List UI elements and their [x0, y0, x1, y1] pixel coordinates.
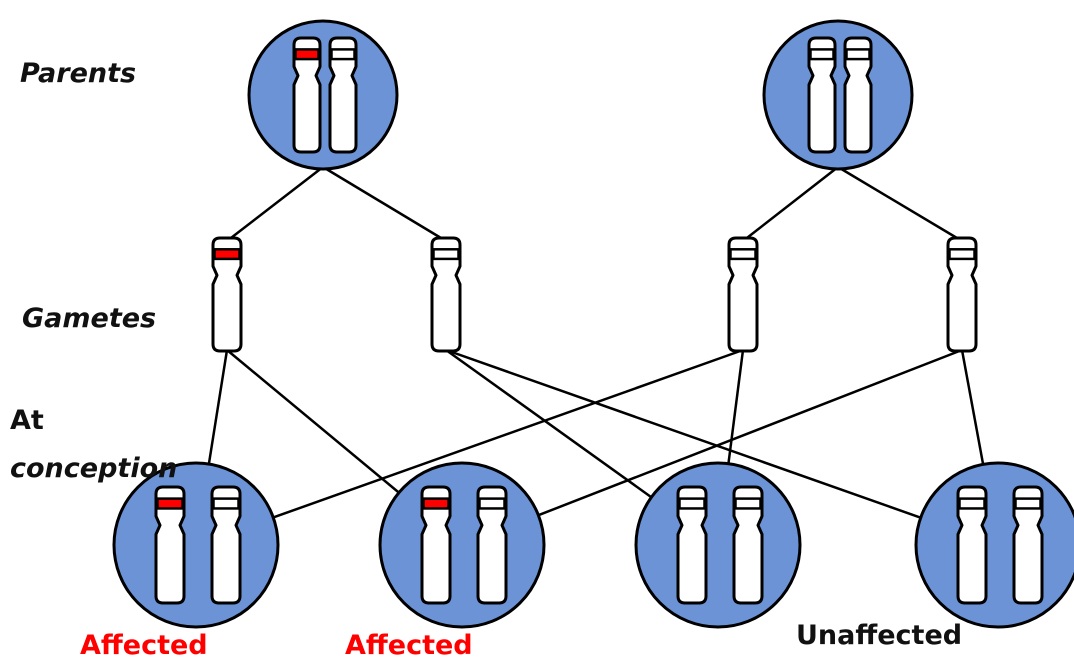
- gamete-2-chromosome: [430, 236, 462, 353]
- chromosome-body: [154, 485, 186, 605]
- gamete-to-child-line: [727, 349, 745, 464]
- gamete-to-child-line: [272, 348, 744, 519]
- child-chromosome: [210, 485, 242, 605]
- mutant-band: [213, 248, 241, 261]
- chromosome-body: [210, 485, 242, 605]
- child-chromosome: [732, 485, 764, 605]
- gamete-to-child-line: [445, 348, 922, 519]
- child-1-cell: [112, 461, 280, 629]
- parent-to-gamete-line: [226, 166, 324, 242]
- cell-body: [112, 461, 280, 629]
- gamete-to-child-line: [537, 348, 963, 517]
- parent-to-gamete-line: [837, 165, 963, 243]
- chromosome-body: [328, 36, 358, 154]
- mutant-band: [294, 48, 320, 61]
- child-chromosome: [420, 485, 452, 605]
- outcome-label-affected-1: Affected: [80, 630, 208, 661]
- at-conception-label-line1: At: [10, 405, 44, 436]
- chromosome-body: [727, 236, 759, 353]
- parent-chromosome: [328, 36, 358, 154]
- normal-band: [212, 497, 240, 510]
- normal-band: [845, 48, 871, 61]
- normal-band: [809, 48, 835, 61]
- gamete-to-child-line: [960, 349, 985, 465]
- normal-band: [948, 248, 976, 261]
- cell-body: [762, 19, 914, 171]
- gamete-to-child-line: [445, 348, 653, 499]
- normal-band: [678, 497, 706, 510]
- normal-band: [729, 248, 757, 261]
- normal-band: [734, 497, 762, 510]
- child-chromosome: [676, 485, 708, 605]
- child-3-cell: [634, 461, 802, 629]
- chromosome-body: [292, 36, 322, 154]
- normal-band: [478, 497, 506, 510]
- gamete-to-child-line: [207, 349, 229, 465]
- normal-band: [330, 48, 356, 61]
- parent-to-gamete-line: [322, 165, 447, 243]
- parent-to-gamete-line: [742, 166, 839, 242]
- child-4-cell: [914, 461, 1074, 629]
- outcome-label-unaffected: Unaffected: [796, 620, 963, 651]
- cell-body: [378, 461, 546, 629]
- gametes: [211, 236, 978, 353]
- normal-band: [1014, 497, 1042, 510]
- outcome-label-affected-2: Affected: [345, 630, 473, 661]
- chromosome-body: [1012, 485, 1044, 605]
- child-chromosome: [476, 485, 508, 605]
- chromosome-body: [807, 36, 837, 154]
- gametes-label: Gametes: [22, 303, 157, 334]
- child-chromosome: [1012, 485, 1044, 605]
- mutant-band: [156, 497, 184, 510]
- child-chromosome: [956, 485, 988, 605]
- gamete-4-chromosome: [946, 236, 978, 353]
- connector-lines: [207, 165, 985, 519]
- parents-label: Parents: [20, 58, 137, 89]
- gamete-3-chromosome: [727, 236, 759, 353]
- chromosome-body: [211, 236, 243, 353]
- gamete-to-child-line: [226, 349, 400, 494]
- chromosome-body: [420, 485, 452, 605]
- chromosome-body: [476, 485, 508, 605]
- child-2-cell: [378, 461, 546, 629]
- child-chromosome: [154, 485, 186, 605]
- gamete-1-chromosome: [211, 236, 243, 353]
- parent-1-cell: [247, 19, 399, 171]
- chromosome-body: [956, 485, 988, 605]
- parent-2-cell: [762, 19, 914, 171]
- mutant-band: [422, 497, 450, 510]
- chromosome-body: [843, 36, 873, 154]
- cell-body: [634, 461, 802, 629]
- cell-body: [247, 19, 399, 171]
- parent-chromosome: [843, 36, 873, 154]
- at-conception-label-line2: conception: [10, 453, 178, 484]
- normal-band: [432, 248, 460, 261]
- chromosome-body: [946, 236, 978, 353]
- cells: [112, 19, 1074, 629]
- cell-body: [914, 461, 1074, 629]
- normal-band: [958, 497, 986, 510]
- chromosome-body: [732, 485, 764, 605]
- parent-chromosome: [807, 36, 837, 154]
- chromosome-body: [430, 236, 462, 353]
- parent-chromosome: [292, 36, 322, 154]
- chromosome-body: [676, 485, 708, 605]
